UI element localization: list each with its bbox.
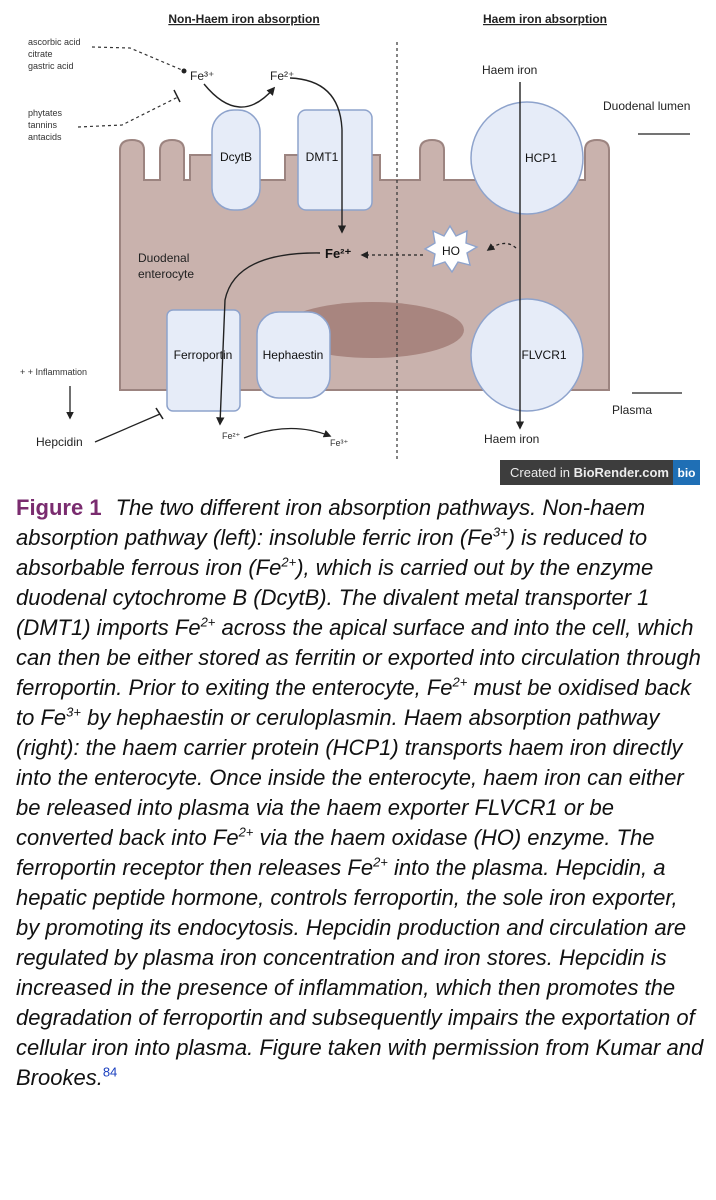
hephaestin-protein — [256, 311, 331, 399]
fe3-bottom-label: Fe³⁺ — [330, 438, 349, 448]
figure-label: Figure 1 — [16, 495, 102, 520]
caption-text: The two different iron absorption pathwa… — [16, 495, 704, 1090]
cell-label-line2: enterocyte — [138, 267, 194, 281]
haem-bottom-label: Haem iron — [484, 432, 539, 446]
fe3-to-fe2-arrow — [203, 83, 276, 108]
inhibitor-label-1: tannins — [28, 120, 58, 130]
inhibitor-arrow — [77, 96, 179, 128]
cell-label-line1: Duodenal — [138, 251, 189, 265]
badge-brand: BioRender.com — [573, 465, 669, 480]
flvcr1-label: FLVCR1 — [521, 348, 566, 362]
ho-enzyme — [423, 224, 479, 274]
ferroportin-label: Ferroportin — [174, 348, 233, 362]
enhancer-label-1: citrate — [28, 49, 53, 59]
dcytb-protein — [211, 109, 261, 211]
fe2-center-label: Fe²⁺ — [325, 246, 352, 261]
fe2-bottom-label: Fe²⁺ — [222, 431, 241, 441]
inhibitor-label-2: antacids — [28, 132, 62, 142]
hcp1-label: HCP1 — [525, 151, 557, 165]
dcytb-label: DcytB — [220, 150, 252, 164]
plasma-label: Plasma — [612, 403, 652, 417]
enhancer-label-0: ascorbic acid — [28, 37, 81, 47]
biorender-badge[interactable]: Created in BioRender.com bio — [500, 460, 700, 485]
enhancer-arrow — [91, 46, 183, 71]
flvcr1-protein — [470, 298, 584, 412]
dmt1-protein — [297, 109, 373, 211]
haem-to-ho-arrow — [486, 242, 517, 251]
hcp1-protein — [470, 101, 584, 215]
fe2-to-fe3-arrow — [243, 427, 332, 439]
biorender-logo-icon: bio — [673, 460, 700, 485]
inflammation-label: + + Inflammation — [20, 367, 87, 377]
haem-header: Haem iron absorption — [483, 12, 607, 26]
ferroportin-export-arrow — [216, 252, 321, 426]
non-haem-header: Non-Haem iron absorption — [168, 12, 319, 26]
fe3-top-label: Fe³⁺ — [190, 69, 214, 83]
fe2-top-label: Fe²⁺ — [270, 69, 294, 83]
dmt1-label: DMT1 — [306, 150, 339, 164]
inhibitor-label-0: phytates — [28, 108, 63, 118]
iron-absorption-diagram: Non-Haem iron absorption Haem iron absor… — [20, 12, 690, 460]
ho-label: HO — [442, 244, 460, 258]
hepcidin-label: Hepcidin — [36, 435, 83, 449]
enhancer-label-2: gastric acid — [28, 61, 74, 71]
badge-prefix: Created in — [510, 465, 574, 480]
hepcidin-inhibit-line — [94, 413, 161, 443]
reference-number[interactable]: 84 — [102, 1064, 118, 1080]
dmt1-import-arrow — [289, 77, 347, 234]
lumen-label: Duodenal lumen — [603, 99, 690, 113]
hephaestin-label: Hephaestin — [263, 348, 324, 362]
haem-top-label: Haem iron — [482, 63, 537, 77]
